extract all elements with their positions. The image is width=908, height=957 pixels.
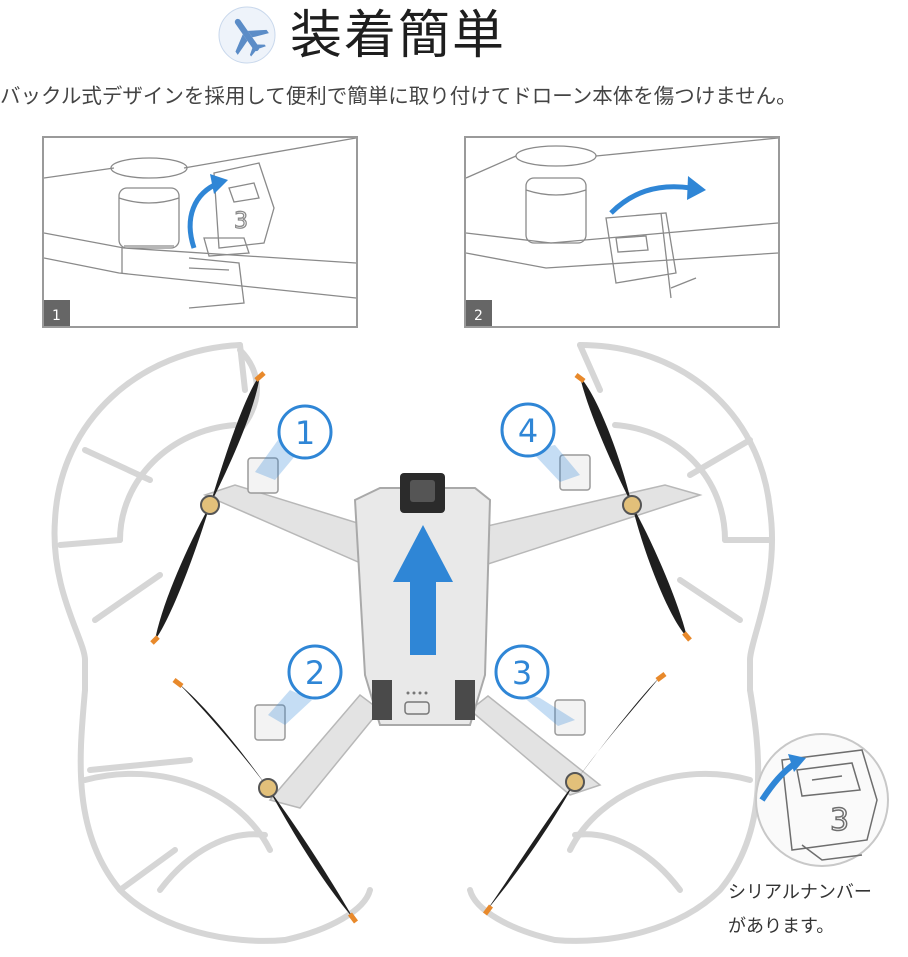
drone-arms bbox=[202, 484, 703, 809]
serial-number-caption: シリアルナンバー があります。 bbox=[728, 876, 898, 944]
step-2-illustration: 2 bbox=[466, 138, 778, 326]
marker-3: 3 bbox=[494, 644, 550, 700]
caption-line-1: シリアルナンバー bbox=[728, 882, 872, 903]
step-1-illustration: 3 1 bbox=[44, 138, 356, 326]
guard-clips bbox=[247, 454, 591, 741]
header: 装着簡単 bbox=[0, 0, 908, 80]
airplane-icon bbox=[218, 6, 276, 64]
page-subtitle: バックル式デザインを採用して便利で簡単に取り付けてドローン本体を傷つけません。 bbox=[0, 84, 797, 108]
svg-text:3: 3 bbox=[512, 654, 532, 692]
propeller-guards bbox=[51, 342, 776, 944]
marker-1: 1 bbox=[277, 404, 333, 460]
page-title: 装着簡単 bbox=[290, 6, 507, 66]
caption-line-2: があります。 bbox=[728, 916, 835, 937]
svg-text:1: 1 bbox=[52, 308, 61, 324]
step-1-badge: 1 bbox=[44, 300, 70, 326]
step-2-panel: 2 bbox=[464, 136, 780, 328]
propellers bbox=[150, 371, 692, 924]
svg-text:3: 3 bbox=[234, 209, 248, 234]
up-arrow-icon bbox=[393, 525, 453, 655]
svg-text:1: 1 bbox=[295, 414, 315, 452]
svg-text:4: 4 bbox=[518, 412, 538, 450]
marker-4: 4 bbox=[500, 402, 556, 458]
svg-text:2: 2 bbox=[305, 654, 325, 692]
marker-2: 2 bbox=[287, 644, 343, 700]
step-2-badge: 2 bbox=[466, 300, 492, 326]
svg-text:3: 3 bbox=[830, 803, 849, 838]
serial-number-zoom: 3 bbox=[755, 733, 889, 867]
step-1-panel: 3 1 bbox=[42, 136, 358, 328]
drone-with-guards-illustration: 1 4 2 3 bbox=[51, 342, 776, 944]
svg-text:2: 2 bbox=[474, 308, 483, 324]
